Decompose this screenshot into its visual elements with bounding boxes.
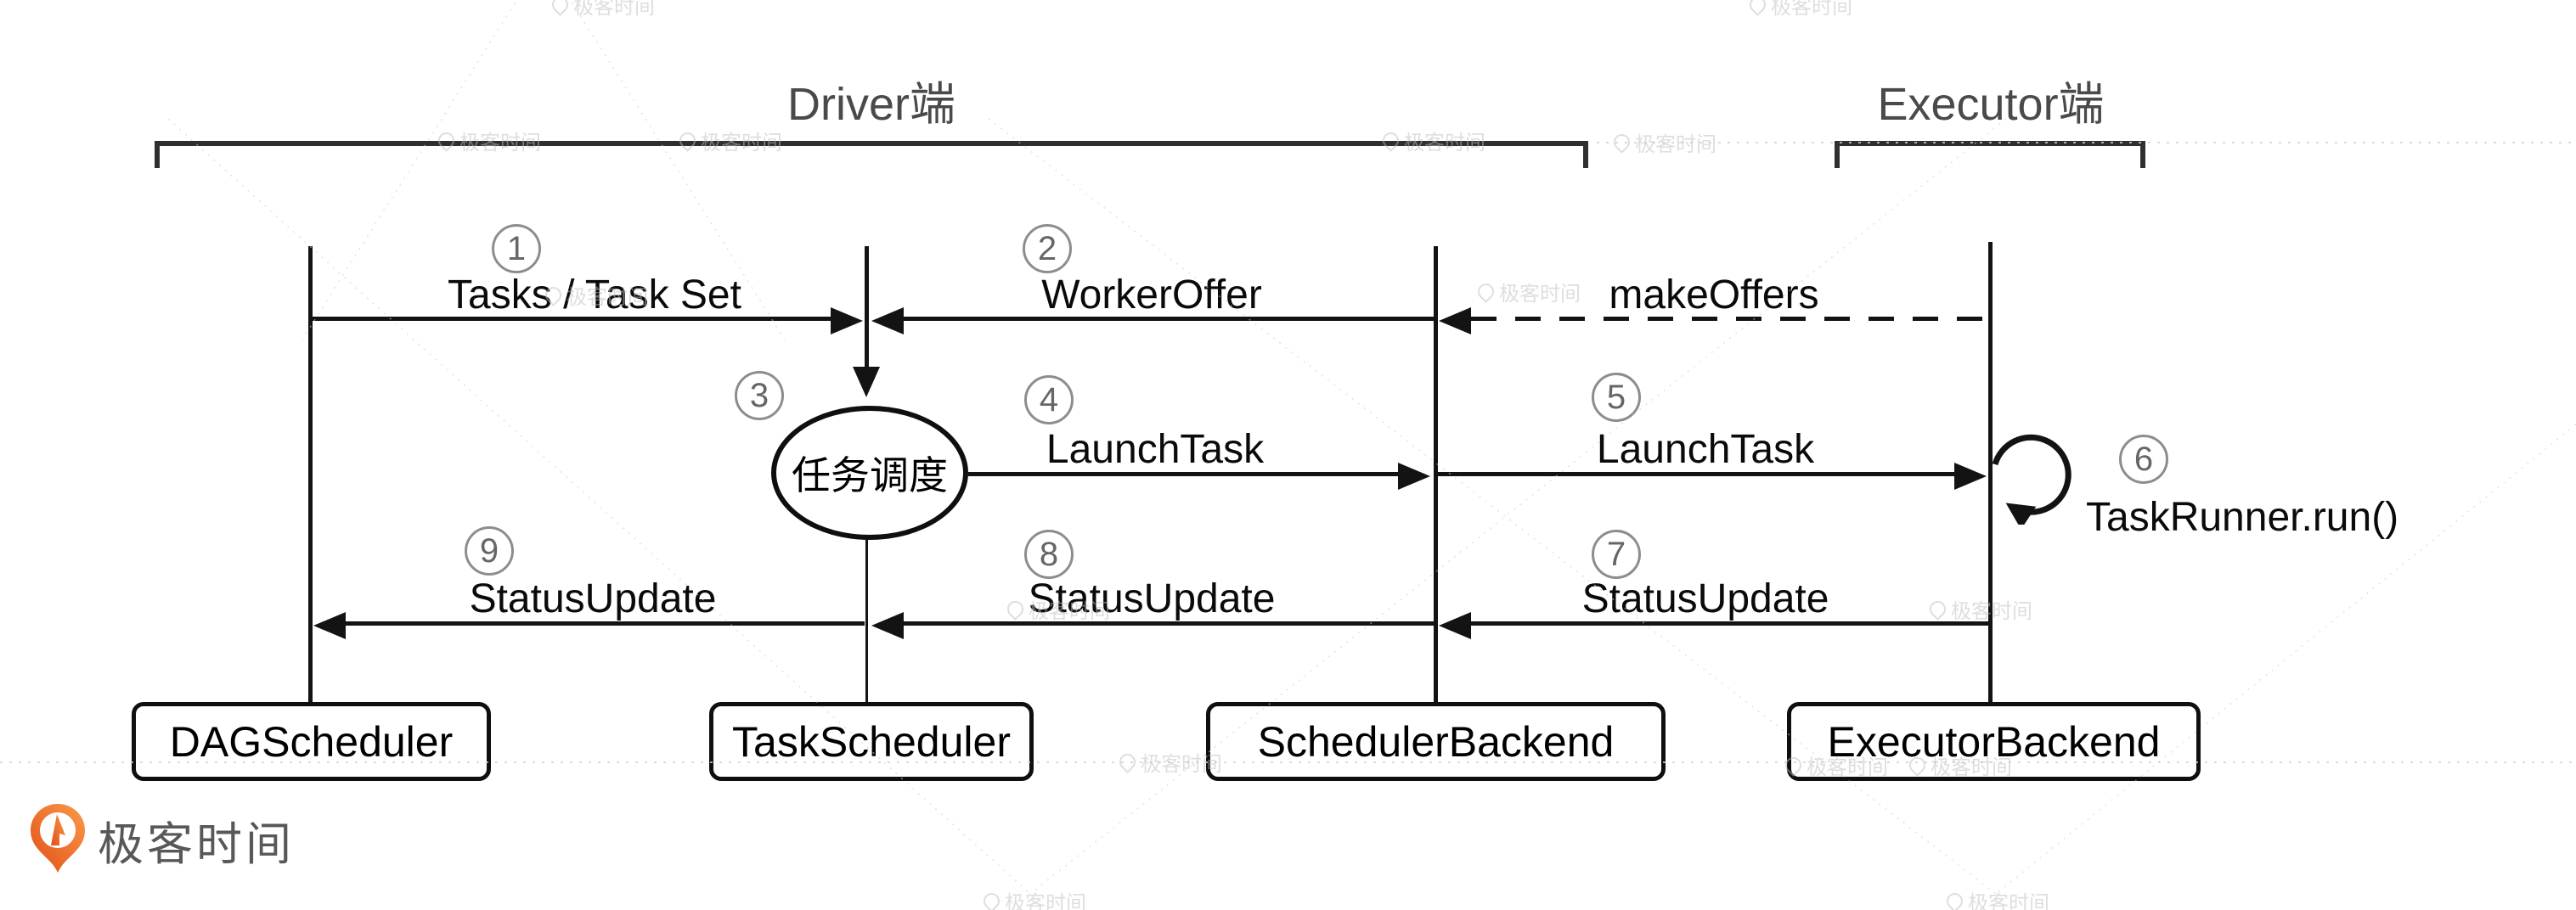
arrow-statusupdate3-head bbox=[313, 612, 346, 639]
step-badge-4: 4 bbox=[1024, 375, 1074, 424]
message-label-statusupdate-1: StatusUpdate bbox=[1581, 576, 1829, 621]
step-badge-2: 2 bbox=[1023, 224, 1072, 273]
actor-box-schedulerbackend: SchedulerBackend bbox=[1206, 702, 1666, 781]
arrow-statusupdate2-head bbox=[871, 612, 904, 639]
watermark-mark: 极客时间 bbox=[1746, 0, 1852, 20]
watermark-pin-icon bbox=[1943, 890, 1966, 910]
arrow-launchtask2-head bbox=[1954, 463, 1987, 490]
driver-scope-bracket bbox=[155, 141, 1588, 168]
arrow-workeroffer-head bbox=[871, 307, 904, 334]
geektime-pin-icon bbox=[31, 804, 85, 873]
message-label-taskrunner: TaskRunner.run() bbox=[2086, 495, 2399, 540]
actor-box-executorbackend: ExecutorBackend bbox=[1787, 702, 2201, 781]
watermark-mark: 极客时间 bbox=[1474, 277, 1581, 306]
watermark-pin-icon bbox=[980, 890, 1003, 910]
watermark-mark: 极客时间 bbox=[1610, 127, 1716, 157]
step-badge-1: 1 bbox=[492, 224, 541, 273]
message-label-makeoffers: makeOffers bbox=[1609, 272, 1819, 317]
taskscheduler-lifeline-lower bbox=[865, 539, 868, 702]
watermark-pin-icon bbox=[1004, 598, 1027, 621]
arrowhead-down-into-scheduling bbox=[853, 367, 880, 397]
watermark-mark: 极客时间 bbox=[549, 0, 655, 20]
executor-scope-bracket bbox=[1835, 141, 2145, 168]
dagscheduler-lifeline bbox=[308, 246, 313, 702]
watermark-mark: 极客时间 bbox=[980, 886, 1086, 910]
driver-side-heading: Driver端 bbox=[787, 79, 955, 130]
geektime-logo: 极客时间 bbox=[28, 803, 295, 876]
step-badge-7: 7 bbox=[1592, 530, 1641, 579]
message-label-workeroffer: WorkerOffer bbox=[1041, 272, 1262, 317]
task-scheduling-ellipse: 任务调度 bbox=[771, 406, 968, 540]
watermark-mark: 极客时间 bbox=[1943, 886, 2049, 910]
actor-box-dagscheduler: DAGScheduler bbox=[132, 702, 491, 781]
taskscheduler-lifeline-upper bbox=[865, 246, 869, 367]
geektime-logo-text: 极客时间 bbox=[98, 818, 295, 870]
message-label-tasks: Tasks / Task Set bbox=[448, 272, 741, 317]
taskrunner-self-loop-icon bbox=[1992, 434, 2072, 525]
watermark-pin-icon bbox=[549, 0, 572, 16]
message-label-statusupdate-2: StatusUpdate bbox=[1028, 576, 1276, 621]
watermark-mark: 极客时间 bbox=[1926, 594, 2032, 624]
step-badge-8: 8 bbox=[1024, 530, 1074, 579]
watermark-pin-icon bbox=[1610, 131, 1633, 154]
message-label-launchtask-1: LaunchTask bbox=[1046, 427, 1265, 472]
step-badge-6: 6 bbox=[2119, 435, 2168, 484]
arrow-makeoffers-head bbox=[1439, 307, 1471, 334]
watermark-pin-icon bbox=[1116, 750, 1139, 773]
message-label-launchtask-2: LaunchTask bbox=[1596, 427, 1815, 472]
watermark-pin-icon bbox=[1926, 598, 1949, 621]
arrow-tasks-head bbox=[831, 307, 863, 334]
step-badge-5: 5 bbox=[1592, 373, 1641, 422]
watermark-pin-icon bbox=[1474, 280, 1497, 303]
message-label-statusupdate-3: StatusUpdate bbox=[469, 576, 717, 621]
arrow-statusupdate1-head bbox=[1439, 612, 1471, 639]
watermark-pin-icon bbox=[1746, 0, 1769, 16]
step-badge-9: 9 bbox=[465, 526, 514, 576]
arrow-launchtask1-head bbox=[1398, 463, 1430, 490]
step-badge-3: 3 bbox=[735, 371, 784, 420]
executor-side-heading: Executor端 bbox=[1877, 79, 2105, 130]
actor-box-taskscheduler: TaskScheduler bbox=[709, 702, 1034, 781]
